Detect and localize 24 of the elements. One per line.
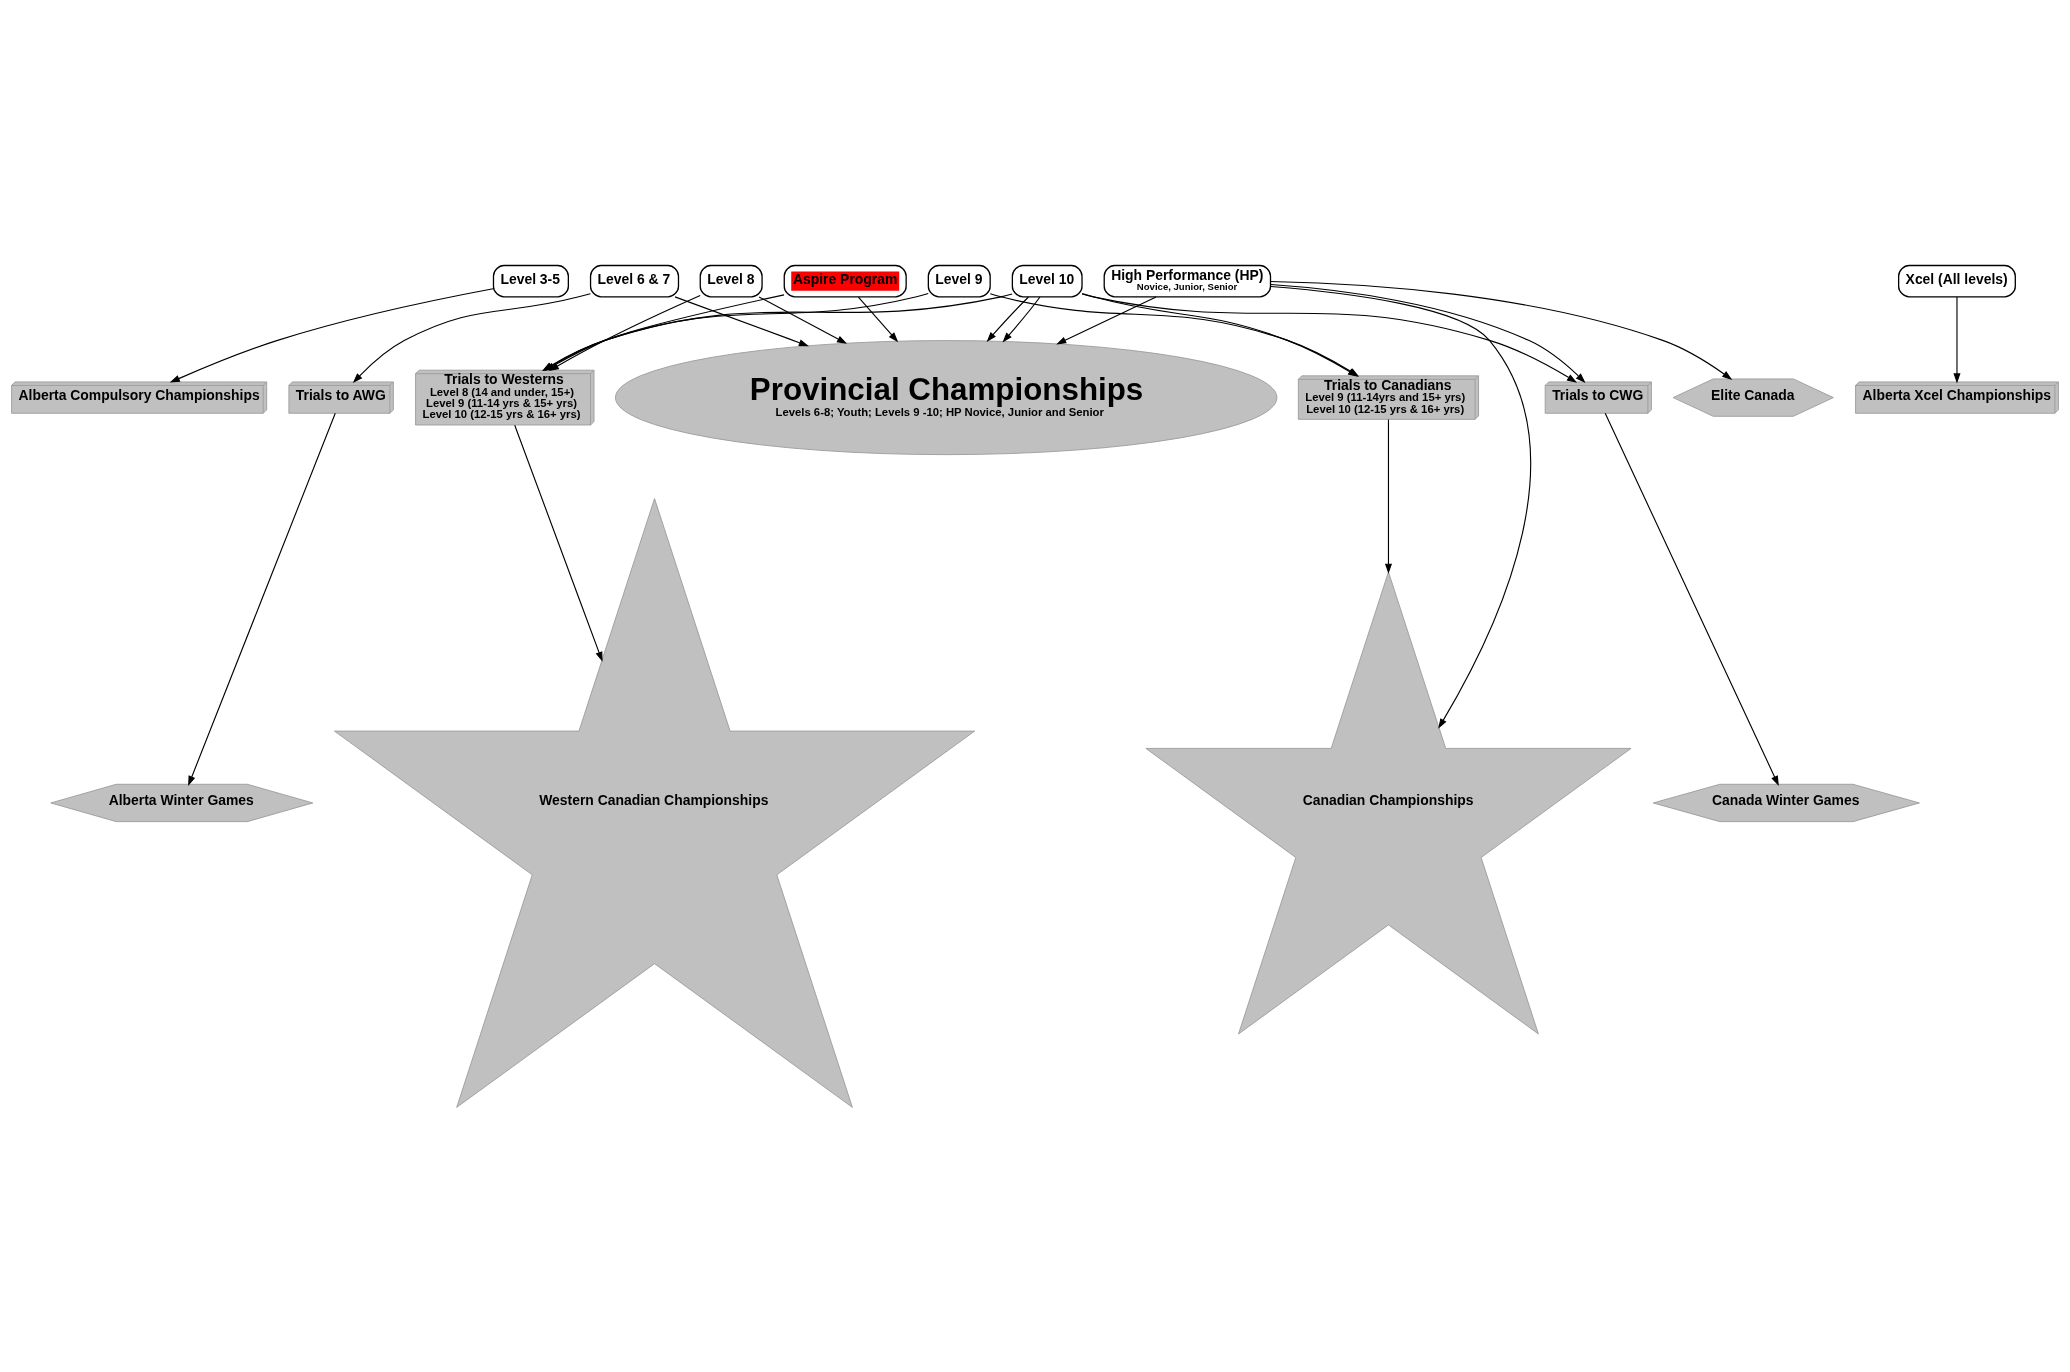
node-box: Level 10 bbox=[1011, 264, 1083, 297]
arrow bbox=[674, 295, 809, 346]
arrow bbox=[1384, 418, 1392, 574]
arrow bbox=[986, 295, 1030, 342]
node-box: Xcel (All levels) bbox=[1898, 264, 2016, 297]
arrow bbox=[352, 292, 591, 383]
node-box: Aspire Program bbox=[783, 264, 907, 297]
arrow bbox=[1056, 295, 1157, 344]
arrow bbox=[1953, 295, 1961, 383]
arrow bbox=[1002, 295, 1041, 342]
arrow bbox=[857, 295, 899, 342]
node-box: Level 3-5 bbox=[492, 264, 569, 297]
arrow bbox=[1604, 412, 1779, 786]
arrow bbox=[1081, 293, 1578, 383]
node-box: High Performance (HP) Novice, Junior, Senior bbox=[1103, 264, 1272, 297]
node-box: Level 6 & 7 bbox=[589, 264, 680, 297]
arrow bbox=[1270, 283, 1586, 383]
node-box: Level 8 bbox=[699, 264, 763, 297]
arrow bbox=[188, 412, 336, 786]
arrow bbox=[758, 295, 848, 344]
arrow bbox=[1270, 285, 1532, 729]
arrow bbox=[169, 287, 494, 383]
node-box: Level 9 bbox=[927, 264, 991, 297]
arrow bbox=[514, 424, 603, 662]
